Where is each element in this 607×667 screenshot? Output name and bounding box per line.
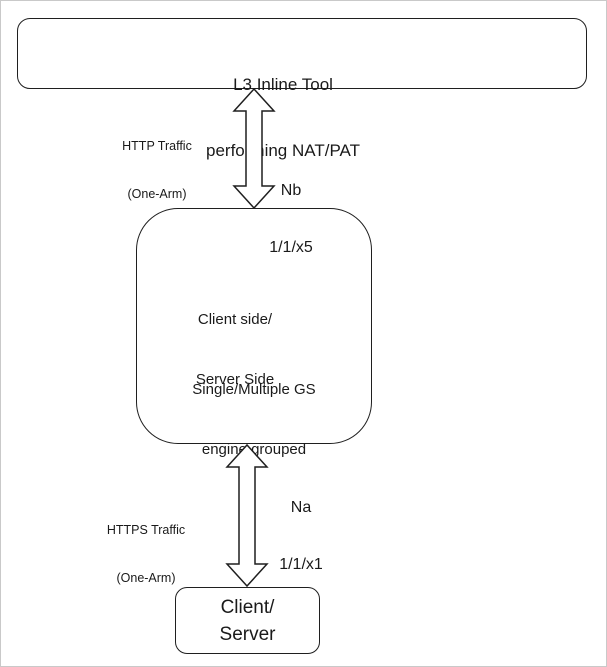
gs-engine-sides-label: Client side/ Server Side	[135, 270, 335, 430]
client-server-label: Client/ Server	[220, 594, 276, 648]
gs-engine-group-label-line2: engine grouped	[201, 441, 307, 458]
http-traffic-label-line1: HTTP Traffic	[122, 139, 192, 153]
client-server-label-line2: Server	[219, 623, 276, 645]
https-traffic-label-line1: HTTPS Traffic	[106, 523, 186, 537]
l3-inline-tool-label-line1: L3 Inline Tool	[233, 75, 333, 94]
client-server-label-line1: Client/	[220, 596, 275, 618]
gs-engine-group-label: Single/Multiple GS engine grouped	[154, 340, 354, 500]
nb-port-label: Nb 1/1/x5	[241, 143, 341, 295]
gs-engine-sides-label-line1: Client side/	[197, 311, 273, 328]
http-traffic-label: HTTP Traffic (One-Arm)	[97, 106, 217, 234]
nb-port-label-line1: Nb	[280, 182, 302, 199]
gs-engine-node	[136, 208, 372, 444]
na-port-label: Na 1/1/x1	[251, 460, 351, 612]
https-traffic-label-line2: (One-Arm)	[116, 571, 176, 585]
gs-engine-sides-label-line2: Server Side	[195, 371, 275, 388]
https-traffic-label: HTTPS Traffic (One-Arm)	[86, 490, 206, 618]
na-port-label-line2: 1/1/x1	[279, 556, 323, 573]
nb-port-label-line2: 1/1/x5	[269, 239, 313, 256]
l3-inline-tool-node	[17, 18, 587, 89]
na-port-label-line1: Na	[290, 499, 312, 516]
gs-engine-group-label-line1: Single/Multiple GS	[192, 381, 316, 398]
http-traffic-label-line2: (One-Arm)	[127, 187, 187, 201]
client-server-node: Client/ Server	[175, 587, 320, 654]
